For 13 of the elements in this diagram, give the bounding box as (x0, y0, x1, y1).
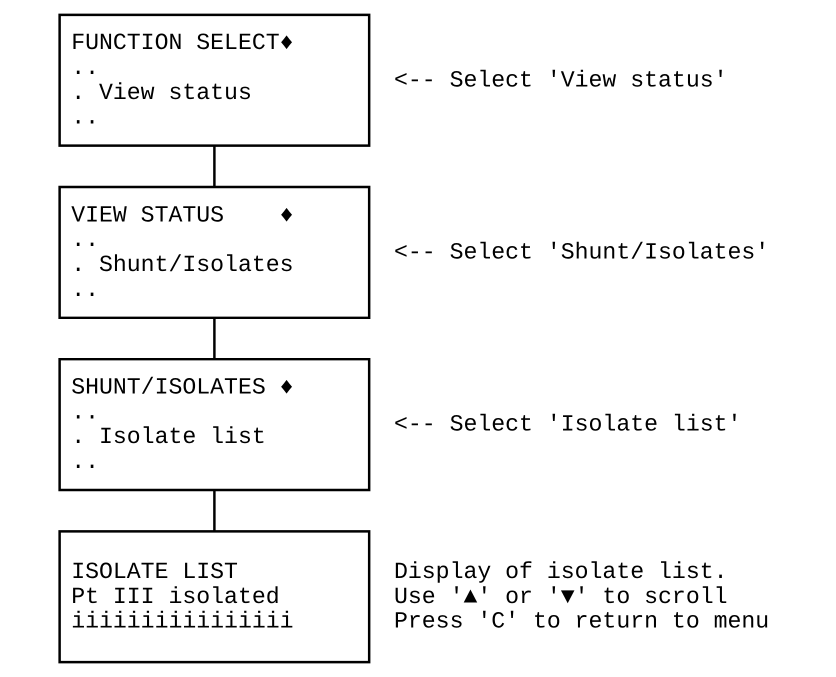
node-box: ISOLATE LIST Pt III isolated iiiiiiiiiiiiiiii (58, 530, 370, 664)
node-box: SHUNT/ISOLATES ♦ .. . Isolate list .. (58, 358, 370, 492)
node-label: Use '▲' or '▼' to scroll (394, 584, 728, 610)
node-label: <-- Select 'Isolate list' (394, 412, 742, 438)
node-box: VIEW STATUS ♦ .. . Shunt/Isolates .. (58, 186, 370, 320)
node-label: <-- Select 'View status' (394, 67, 728, 94)
node-box: FUNCTION SELECT♦ .. . View status .. (58, 14, 370, 147)
connector (213, 146, 216, 187)
connector (213, 490, 216, 532)
connector (213, 318, 216, 359)
node-label: Display of isolate list. (394, 559, 728, 586)
node-label: <-- Select 'Shunt/Isolates' (394, 240, 770, 266)
node-label: Press 'C' to return to menu (394, 608, 770, 635)
